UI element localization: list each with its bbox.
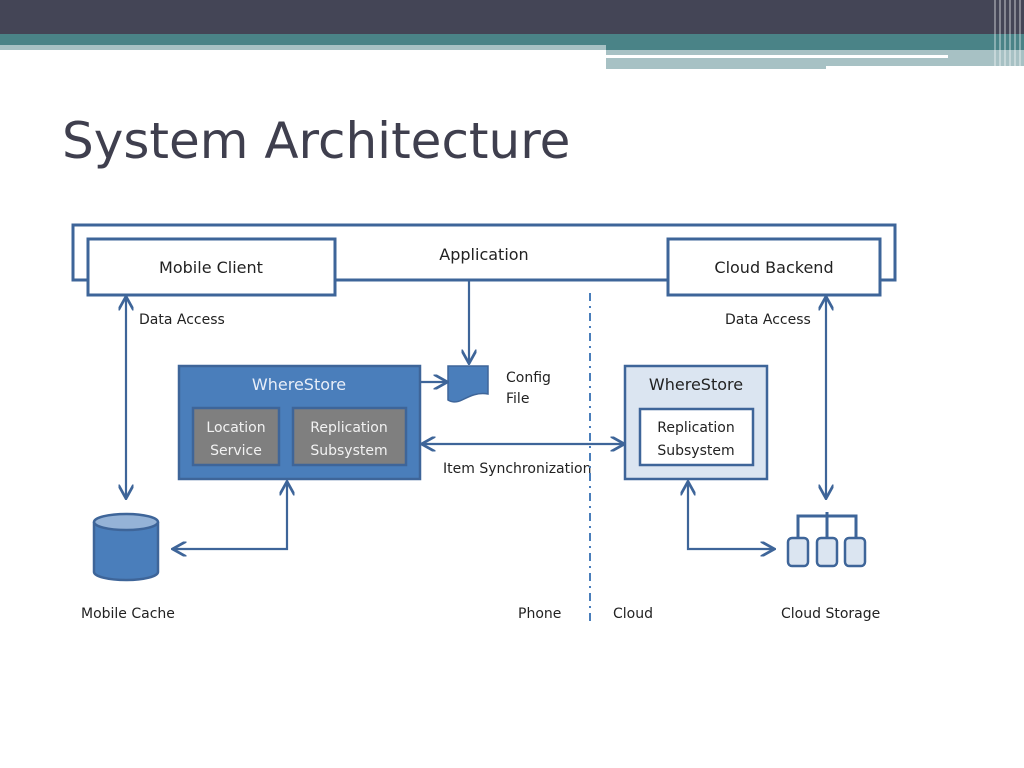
mobile-client-label: Mobile Client (159, 258, 263, 277)
replication-subsystem-cloud-box (638, 407, 755, 467)
replication-cloud-line2: Subsystem (657, 443, 734, 459)
config-file-label-line1: Config (506, 370, 551, 386)
location-service-line1: Location (206, 420, 265, 436)
header-white-notch (826, 66, 1024, 70)
replication-cloud-line1: Replication (657, 420, 734, 436)
mobile-cache-label: Mobile Cache (81, 606, 175, 622)
header-bar (0, 0, 1024, 34)
header-white-line (606, 55, 948, 58)
wherestore-cloud-title: WhereStore (649, 375, 743, 394)
application-label: Application (439, 245, 528, 264)
header-teal-stripe (0, 34, 1024, 45)
wherestore-phone-title: WhereStore (252, 375, 346, 394)
data-access-right-label: Data Access (725, 312, 811, 328)
config-file-icon (447, 365, 489, 403)
cloud-label: Cloud (613, 606, 653, 622)
header-light-stripe-left (0, 45, 606, 50)
header-vertical-lines (994, 0, 1024, 70)
header-teal-stripe-right (606, 45, 1024, 50)
wherestore-to-cloud-storage-arrow (688, 483, 773, 549)
header-light-block-right (606, 50, 1024, 69)
replication-phone-line1: Replication (310, 420, 387, 436)
phone-label: Phone (518, 606, 561, 622)
replication-subsystem-phone-box (291, 406, 408, 467)
cloud-storage-icon (786, 512, 867, 568)
replication-phone-line2: Subsystem (310, 443, 387, 459)
cloud-storage-label: Cloud Storage (781, 606, 880, 622)
wherestore-to-cache-arrow (174, 483, 287, 549)
config-file-label-line2: File (506, 391, 529, 407)
slide-title: System Architecture (62, 112, 571, 170)
cloud-backend-label: Cloud Backend (714, 258, 833, 277)
data-access-left-label: Data Access (139, 312, 225, 328)
item-synchronization-label: Item Synchronization (443, 461, 591, 477)
cloud-backend-box (666, 237, 882, 297)
location-service-line2: Service (210, 443, 262, 459)
location-service-box (191, 406, 281, 467)
mobile-cache-icon (92, 512, 160, 582)
mobile-client-box (86, 237, 337, 297)
